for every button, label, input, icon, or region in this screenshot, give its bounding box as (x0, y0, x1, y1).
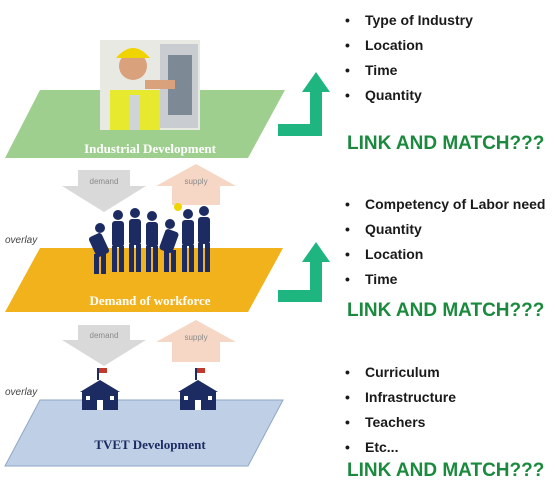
workforce-plane (5, 248, 283, 312)
workforce-plane-label: Demand of workforce (89, 293, 211, 308)
demand-arrow-2 (62, 325, 146, 366)
supply-label-1: supply (184, 177, 208, 186)
connector-arrow-2 (278, 242, 330, 302)
supply-label-2: supply (184, 333, 208, 342)
supply-arrow-1-shape (156, 164, 236, 205)
list-item: Quantity (343, 83, 473, 108)
list-item: Teachers (343, 410, 456, 435)
demand-label-2: demand (89, 331, 119, 340)
list-item: Etc... (343, 435, 456, 460)
tvet-bullet-list: Curriculum Infrastructure Teachers Etc..… (343, 360, 456, 460)
overlay-label-2: overlay (5, 387, 38, 398)
list-item: Competency of Labor need (343, 192, 545, 217)
workers-silhouette (88, 203, 210, 274)
link-and-match-3: LINK AND MATCH??? (347, 460, 545, 481)
school-icon-right (178, 368, 218, 410)
list-item: Quantity (343, 217, 545, 242)
list-item: Time (343, 267, 545, 292)
list-item: Location (343, 33, 473, 58)
demand-label-1: demand (89, 177, 119, 186)
industry-bullet-list: Type of Industry Location Time Quantity (343, 8, 473, 108)
list-item: Time (343, 58, 473, 83)
link-and-match-2: LINK AND MATCH??? (347, 300, 545, 321)
list-item: Type of Industry (343, 8, 473, 33)
overlay-label-1: overlay (5, 235, 38, 246)
supply-arrow-2-shape (156, 320, 236, 362)
tvet-plane (4, 399, 284, 467)
list-item: Curriculum (343, 360, 456, 385)
list-item: Location (343, 242, 545, 267)
list-item: Infrastructure (343, 385, 456, 410)
connector-arrow-1 (278, 72, 330, 136)
industrial-worker-photo (100, 40, 200, 130)
industrial-plane-label: Industrial Development (84, 141, 216, 156)
workforce-bullet-list: Competency of Labor need Quantity Locati… (343, 192, 545, 292)
demand-arrow-1 (62, 170, 146, 212)
school-icon-left (80, 368, 120, 410)
tvet-plane-label: TVET Development (94, 437, 206, 452)
link-and-match-1: LINK AND MATCH??? (347, 133, 545, 154)
